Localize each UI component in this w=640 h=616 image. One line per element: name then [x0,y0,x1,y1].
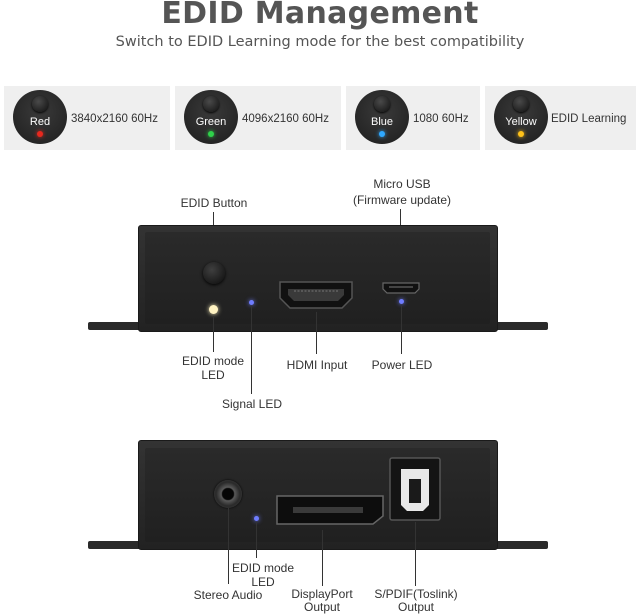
edid-mode-led-icon [254,516,259,521]
mode-card-yellow: Yellow EDID Learning [485,86,636,150]
page-title: EDID Management [161,0,479,31]
front-panel-device [138,225,498,332]
label-displayport-line2: Output [303,600,341,614]
callout-line [415,522,416,586]
mode-card-blue: Blue 1080 60Hz [346,86,480,150]
mounting-ear-right [494,322,548,330]
label-power-led: Power LED [371,358,433,372]
label-hdmi-input: HDMI Input [286,358,348,372]
led-indicator-icon [379,131,385,137]
hdmi-port-icon [279,281,353,309]
toslink-port-icon [389,457,441,521]
edid-button-icon: Blue [355,90,409,144]
mounting-ear-left [88,541,142,549]
label-displayport-line1: DisplayPort [291,587,353,601]
label-spdif-line2: Output [397,600,435,614]
stereo-audio-jack-icon [214,480,242,508]
mode-resolution-label: 1080 60Hz [413,113,469,125]
callout-line [316,312,317,354]
edid-button-knob-icon [203,262,225,284]
label-spdif-line1: S/PDIF(Toslink) [374,587,458,601]
signal-led-icon [249,300,254,305]
label-edid-mode-led-line1: EDID mode [181,354,245,368]
edid-mode-bar: Red 3840x2160 60Hz Green 4096x2160 60Hz … [4,86,636,150]
mode-color-label: Yellow [505,116,537,128]
page-subtitle: Switch to EDID Learning mode for the bes… [115,34,525,50]
callout-line [256,522,257,558]
mode-card-green: Green 4096x2160 60Hz [175,86,341,150]
label-micro-usb-note: (Firmware update) [352,193,452,207]
callout-line [213,316,214,352]
label-signal-led: Signal LED [221,397,283,411]
led-indicator-icon [208,131,214,137]
mode-color-label: Green [195,116,227,128]
label-edid-button: EDID Button [180,196,248,210]
button-knob-icon [513,96,529,112]
callout-line [401,306,402,354]
edid-button-icon: Yellow [494,90,548,144]
power-led-icon [399,299,404,304]
mode-resolution-label: EDID Learning [551,113,627,125]
front-panel-face [145,232,490,324]
displayport-icon [276,495,384,525]
mode-resolution-label: 3840x2160 60Hz [71,113,158,125]
led-indicator-icon [37,131,43,137]
callout-line [251,306,252,394]
callout-line [228,508,229,584]
button-knob-icon [32,96,48,112]
mode-resolution-label: 4096x2160 60Hz [242,113,329,125]
callout-line [322,530,323,586]
micro-usb-port-icon [382,282,420,294]
edid-button-icon: Green [184,90,238,144]
label-edid-mode-led-line2: LED [201,368,225,382]
label-rear-edid-mode-led-line2: LED [251,575,275,589]
mode-color-label: Red [29,116,51,128]
edid-mode-led-icon [209,305,218,314]
mode-card-red: Red 3840x2160 60Hz [4,86,170,150]
mounting-ear-left [88,322,142,330]
button-knob-icon [374,96,390,112]
led-indicator-icon [518,131,524,137]
button-knob-icon [203,96,219,112]
mounting-ear-right [494,541,548,549]
label-rear-edid-mode-led-line1: EDID mode [231,561,295,575]
edid-button-icon: Red [13,90,67,144]
mode-color-label: Blue [370,116,394,128]
label-stereo-audio: Stereo Audio [193,588,263,602]
label-micro-usb: Micro USB [373,177,431,191]
